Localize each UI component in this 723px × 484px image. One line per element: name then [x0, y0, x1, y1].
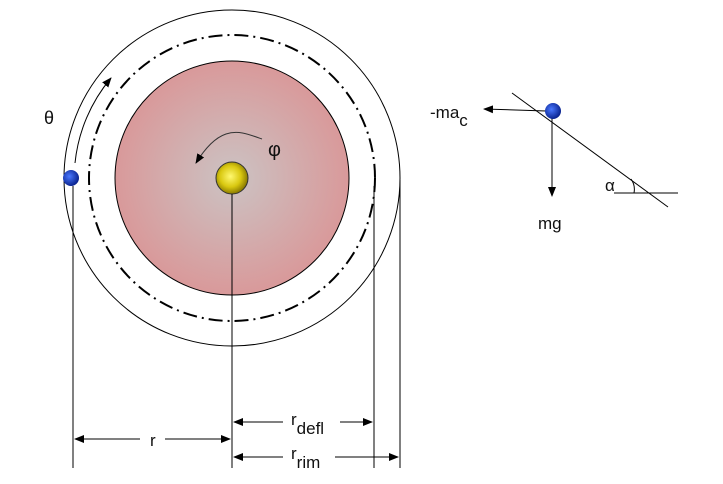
phi-label: φ [268, 139, 281, 161]
phi-rotation-arrow [195, 131, 263, 164]
centrifugal-force-arrow [483, 105, 547, 114]
r-defl-label: rdefl [291, 410, 324, 438]
force-ball [545, 103, 561, 119]
rider-ball [63, 170, 79, 186]
r-label: r [150, 431, 156, 450]
alpha-arc [630, 178, 635, 194]
centrifugal-force-label: -mac [430, 103, 468, 130]
gravity-force-label: mg [538, 214, 562, 233]
theta-label: θ [44, 108, 54, 128]
alpha-label: α [605, 176, 615, 195]
deflection-circle [88, 34, 376, 322]
theta-arrow [74, 77, 112, 164]
hub-ball [215, 161, 249, 195]
incline-line [511, 92, 669, 208]
r-rim-label: rrim [291, 444, 320, 472]
